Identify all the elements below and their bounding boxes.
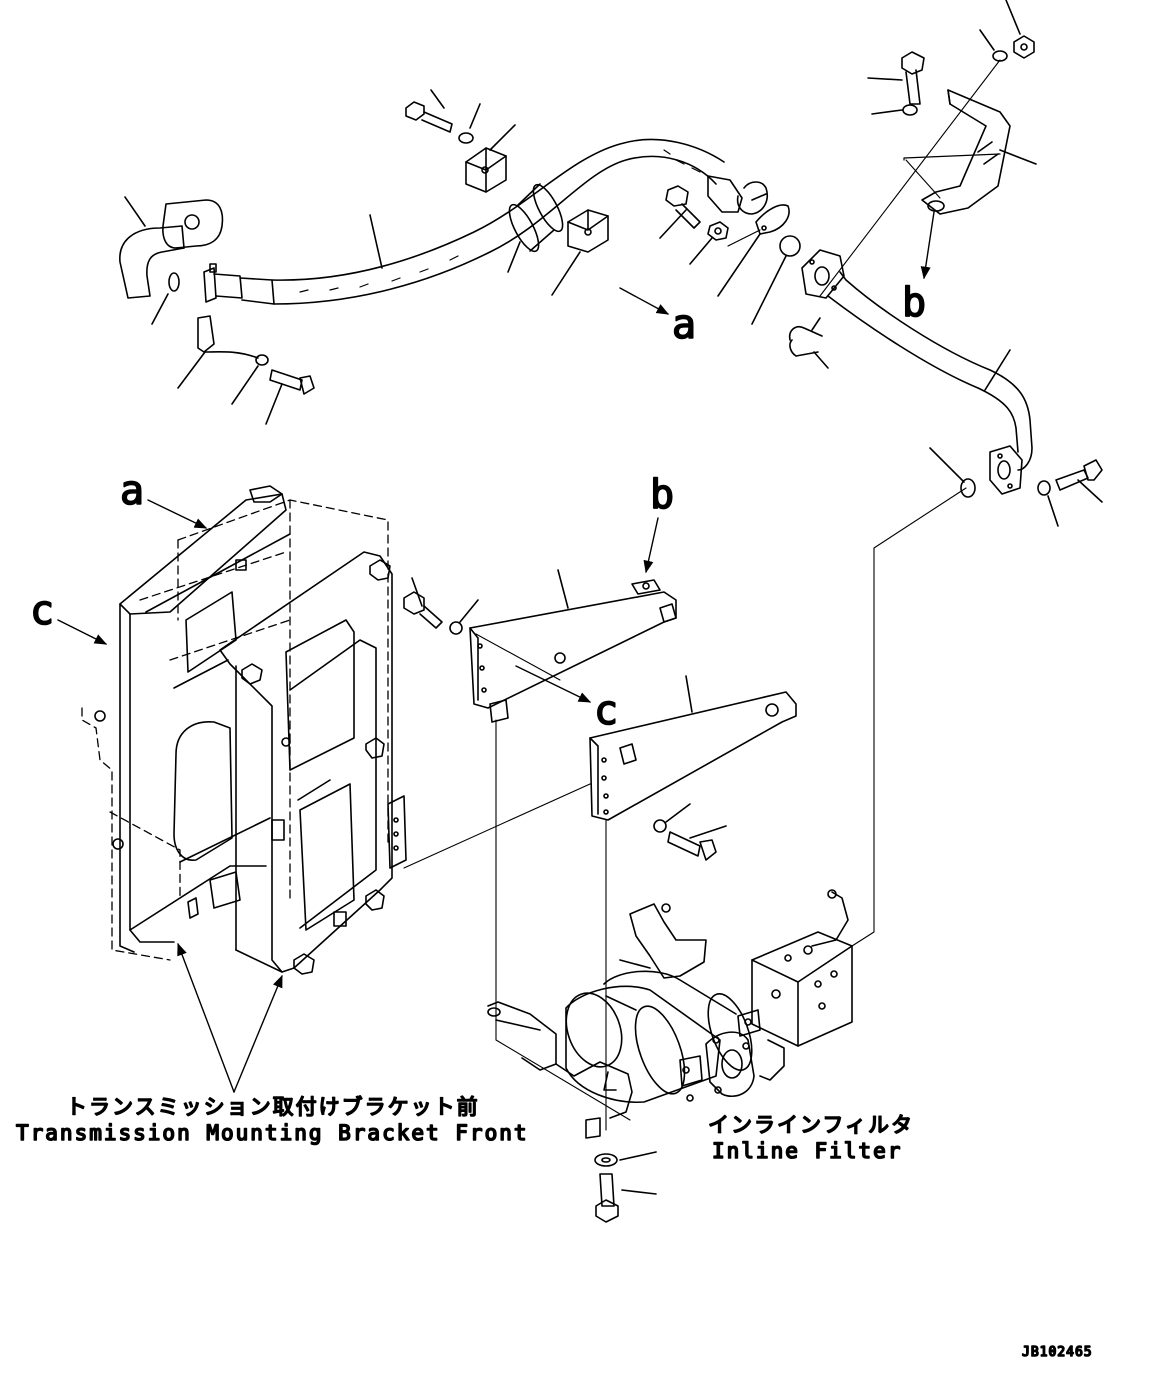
bolt — [868, 52, 924, 104]
bolt — [660, 186, 700, 238]
callout-b-tube: b — [902, 280, 926, 326]
inline-filter — [488, 890, 852, 1138]
split-flange-half — [718, 205, 789, 296]
callout-b-plate: b — [650, 472, 674, 518]
bolt — [1056, 460, 1102, 502]
filter-flange — [680, 1010, 760, 1101]
washer — [980, 30, 1007, 61]
u-clamp — [790, 318, 828, 368]
elbow-fitting — [120, 197, 223, 324]
washer — [654, 804, 690, 832]
callout-c-left: c — [30, 588, 54, 634]
washer — [459, 104, 480, 143]
hose-end-fitting — [204, 264, 274, 304]
filter-clamp-bracket — [630, 890, 848, 978]
hydraulic-hose — [272, 139, 724, 304]
o-ring — [752, 236, 800, 324]
tube-end-flange — [990, 446, 1022, 494]
callout-arrows — [58, 212, 934, 1092]
bracket-bolt — [242, 486, 390, 974]
bracket-caption-jp: トランスミッション取付けブラケット前 — [66, 1095, 480, 1119]
washer — [872, 105, 917, 115]
bolt — [668, 826, 726, 860]
bolt — [404, 578, 442, 628]
hose-clip — [178, 316, 258, 388]
filter-mounting-plate-lower — [590, 676, 796, 820]
steel-tube — [828, 272, 1032, 470]
bolt — [596, 1174, 656, 1222]
callout-a-hose: a — [672, 302, 696, 348]
nut — [690, 222, 728, 264]
callout-c-plate: c — [594, 688, 618, 734]
bolt — [266, 370, 314, 424]
washer — [450, 600, 478, 634]
fitting-hardware — [660, 176, 800, 324]
tube-assembly — [790, 0, 1102, 526]
assembly-guide-lines — [404, 488, 966, 1130]
bolt — [406, 90, 452, 132]
bracket-caption-en: Transmission Mounting Bracket Front — [16, 1121, 529, 1145]
tube-flange — [802, 250, 844, 298]
filter-caption-en: Inline Filter — [712, 1139, 902, 1163]
filter-mounting-plate-upper — [470, 570, 676, 722]
tube-bracket — [922, 90, 1036, 214]
filter-canister — [557, 960, 761, 1102]
callout-a-left: a — [120, 468, 144, 514]
drawing-number: JB102465 — [1022, 1345, 1093, 1360]
hose-clamp — [504, 181, 568, 272]
bracket-rear-outline — [82, 500, 388, 960]
transmission-mounting-bracket — [82, 486, 406, 974]
filter-bracket — [488, 1002, 632, 1138]
clamp-block — [466, 125, 608, 295]
washer — [1038, 481, 1058, 526]
filter-manifold-block — [752, 932, 852, 1080]
hose-assembly — [120, 90, 724, 424]
washer — [595, 1152, 656, 1166]
nut — [1006, 0, 1034, 58]
washer — [232, 355, 268, 404]
o-ring — [930, 448, 975, 497]
filter-caption-jp: インラインフィルタ — [708, 1113, 914, 1137]
